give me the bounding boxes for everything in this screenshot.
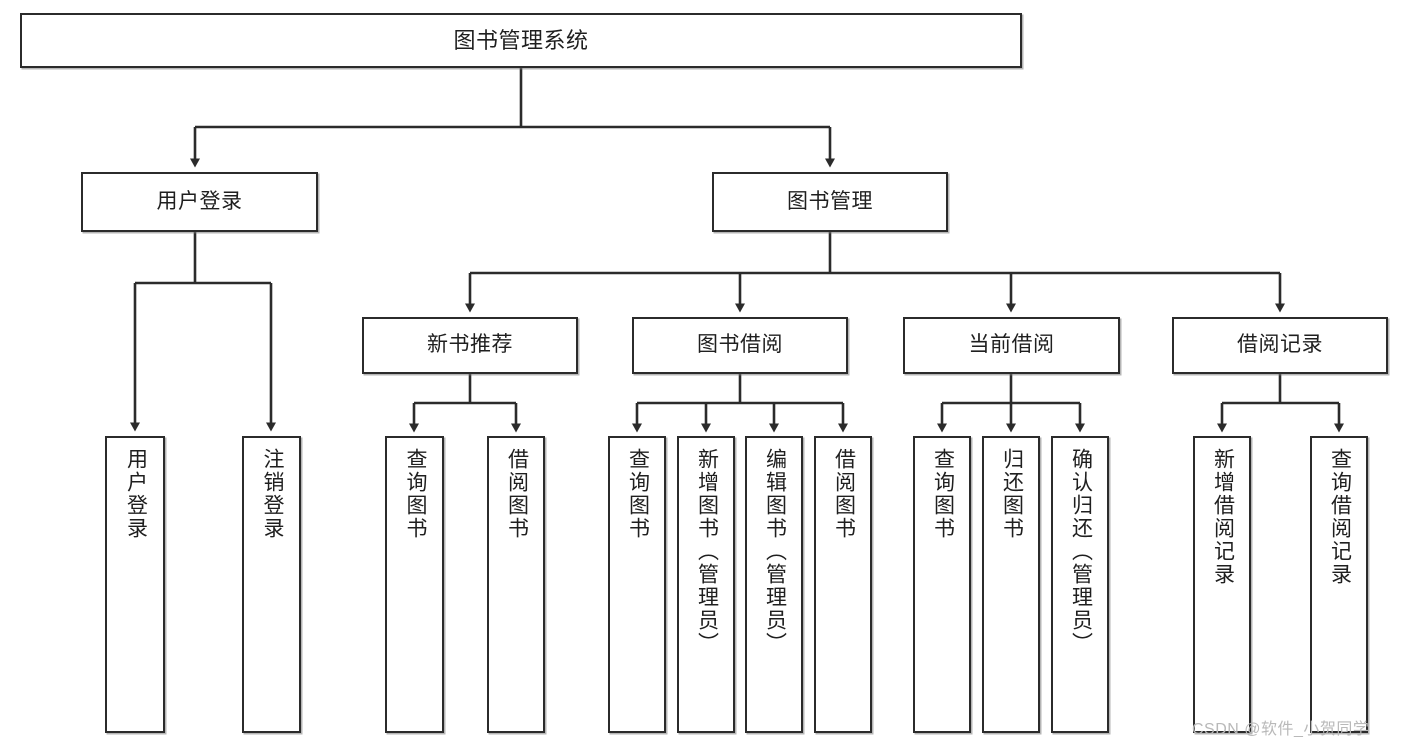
leaf-current-return-book[interactable]: 归还图书 bbox=[982, 436, 1040, 733]
leaf-current-confirm-return-admin[interactable]: 确认归还（管理员） bbox=[1051, 436, 1109, 733]
node-label: 新增借阅记录 bbox=[1211, 448, 1235, 586]
node-book-borrow[interactable]: 图书借阅 bbox=[632, 317, 848, 374]
leaf-user-login-signout[interactable]: 注销登录 bbox=[242, 436, 301, 733]
leaf-records-query-record[interactable]: 查询借阅记录 bbox=[1310, 436, 1368, 733]
node-label: 查询借阅记录 bbox=[1328, 448, 1352, 586]
node-label: 编辑图书（管理员） bbox=[763, 448, 787, 655]
leaf-current-query-book[interactable]: 查询图书 bbox=[913, 436, 971, 733]
node-label: 确认归还（管理员） bbox=[1069, 448, 1093, 655]
node-label: 图书管理系统 bbox=[453, 27, 589, 53]
node-label: 查询图书 bbox=[931, 448, 955, 540]
node-label: 新增图书（管理员） bbox=[695, 448, 719, 655]
node-label: 查询图书 bbox=[626, 448, 650, 540]
node-label: 归还图书 bbox=[1000, 448, 1024, 540]
node-user-login[interactable]: 用户登录 bbox=[81, 172, 318, 232]
leaf-user-login-signin[interactable]: 用户登录 bbox=[105, 436, 165, 733]
node-label: 注销登录 bbox=[260, 448, 284, 540]
leaf-borrow-add-book-admin[interactable]: 新增图书（管理员） bbox=[677, 436, 735, 733]
node-label: 借阅记录 bbox=[1237, 333, 1323, 357]
node-label: 图书借阅 bbox=[697, 333, 783, 357]
node-label: 用户登录 bbox=[124, 448, 148, 540]
node-label: 当前借阅 bbox=[968, 333, 1055, 357]
node-root-library-system[interactable]: 图书管理系统 bbox=[20, 13, 1022, 68]
leaf-borrow-edit-book-admin[interactable]: 编辑图书（管理员） bbox=[745, 436, 803, 733]
node-borrow-records[interactable]: 借阅记录 bbox=[1172, 317, 1388, 374]
node-label: 借阅图书 bbox=[505, 448, 529, 540]
leaf-new-book-query[interactable]: 查询图书 bbox=[385, 436, 444, 733]
node-new-book-recommend[interactable]: 新书推荐 bbox=[362, 317, 578, 374]
leaf-new-book-borrow[interactable]: 借阅图书 bbox=[487, 436, 545, 733]
node-label: 图书管理 bbox=[787, 189, 873, 213]
leaf-borrow-query-book[interactable]: 查询图书 bbox=[608, 436, 666, 733]
leaf-borrow-borrow-book[interactable]: 借阅图书 bbox=[814, 436, 872, 733]
node-label: 借阅图书 bbox=[832, 448, 856, 540]
csdn-watermark: CSDN @软件_小贺同学 bbox=[1192, 721, 1370, 738]
node-current-borrow[interactable]: 当前借阅 bbox=[903, 317, 1120, 374]
node-label: 新书推荐 bbox=[427, 333, 513, 357]
node-label: 查询图书 bbox=[403, 448, 427, 540]
node-book-management[interactable]: 图书管理 bbox=[712, 172, 948, 232]
node-label: 用户登录 bbox=[156, 189, 243, 213]
leaf-records-add-record[interactable]: 新增借阅记录 bbox=[1193, 436, 1251, 733]
